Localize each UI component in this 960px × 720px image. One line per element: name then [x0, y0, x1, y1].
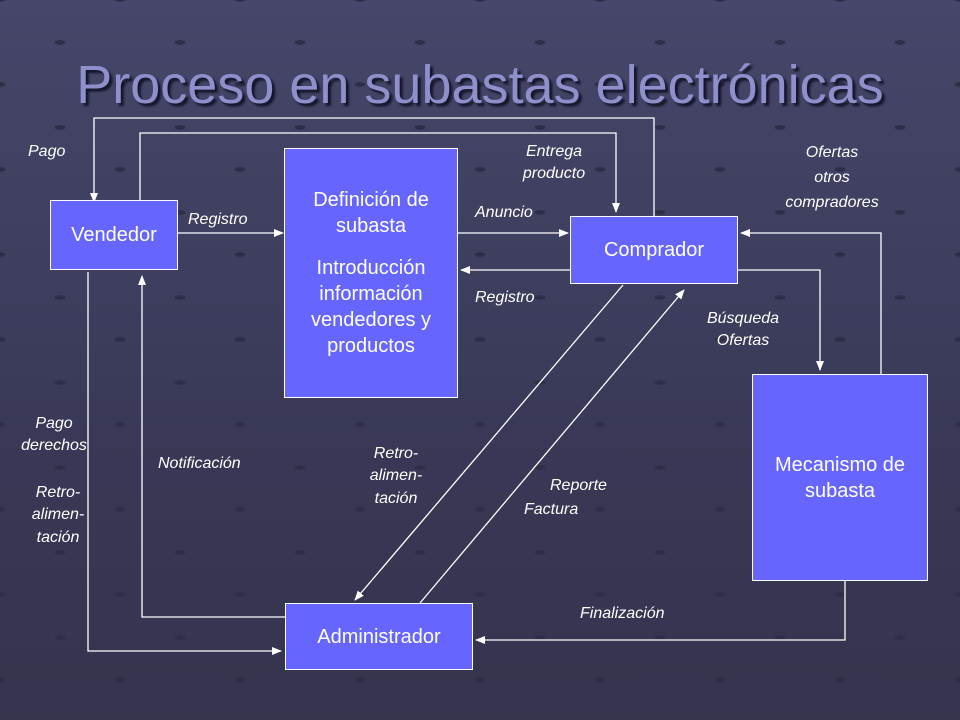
arrow-pago	[90, 117, 655, 216]
arrow-busqueda-ofertas	[737, 269, 824, 371]
mecanismo-subasta-node: Mecanismo de subasta	[752, 374, 928, 581]
vendedor-label: Vendedor	[71, 224, 157, 246]
label-busqueda-ofertas: Búsqueda Ofertas	[706, 310, 780, 350]
mecanismo-subasta-label: Mecanismo de subasta	[774, 453, 906, 502]
label-retro-vendedor: Retro- alimen- tación	[31, 484, 85, 546]
label-pago-derechos: Pago derechos	[21, 415, 87, 455]
label-registro-vendedor: Registro	[188, 211, 248, 228]
label-reporte: Reporte	[550, 477, 607, 494]
label-anuncio: Anuncio	[475, 204, 533, 221]
introduccion-informacion-label: Introducción información vendedores y pr…	[310, 257, 432, 357]
arrow-ofertas-otros	[740, 229, 882, 375]
arrow-entrega-producto	[139, 132, 620, 213]
arrow-reporte-factura	[419, 289, 685, 604]
label-notificacion: Notificación	[158, 455, 241, 472]
arrow-retro-comprador	[354, 284, 624, 601]
vendedor-node: Vendedor	[50, 200, 178, 270]
comprador-label: Comprador	[603, 239, 705, 261]
comprador-node: Comprador	[570, 216, 738, 284]
label-entrega-producto: Entrega producto	[522, 143, 586, 183]
administrador-node: Administrador	[285, 603, 473, 670]
arrow-finalizacion	[475, 581, 846, 644]
label-finalizacion: Finalización	[580, 605, 665, 622]
administrador-label: Administrador	[317, 625, 441, 648]
label-registro-comprador: Registro	[475, 289, 535, 306]
label-retro-comprador: Retro- alimen- tación	[369, 445, 423, 507]
arrow-notificacion	[138, 275, 287, 618]
label-factura: Factura	[524, 501, 579, 518]
label-ofertas-otros: Ofertas otros compradores	[785, 144, 879, 211]
label-pago: Pago	[28, 143, 66, 160]
arrow-pago-derechos	[87, 272, 282, 655]
slide-title: Proceso en subastas electrónicas	[76, 55, 884, 115]
definicion-subasta-node: Definición de subasta Introducción infor…	[284, 148, 458, 398]
definicion-subasta-label: Definición de subasta	[313, 189, 429, 237]
